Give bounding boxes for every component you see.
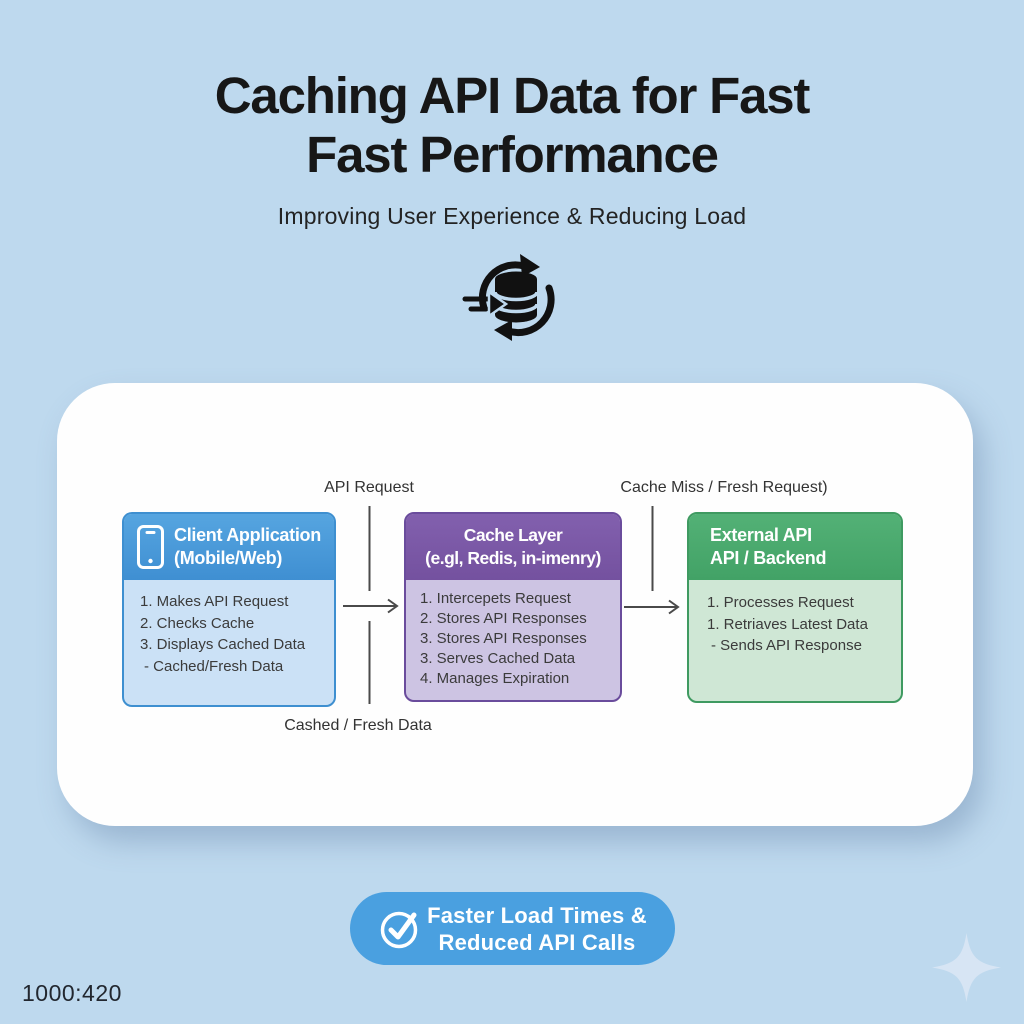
flow-arrows — [343, 506, 680, 704]
card-client-title: Client Application (Mobile/Web) — [174, 525, 321, 568]
card-client-application: Client Application (Mobile/Web) 1. Makes… — [122, 512, 336, 707]
list-item: 3. Serves Cached Data — [420, 650, 576, 667]
sparkle-icon — [929, 930, 1004, 1005]
card-api-items: 1. Processes Request 1. Retriaves Latest… — [689, 580, 901, 663]
list-item: 1. Processes Request — [707, 594, 854, 611]
flow-label-cache-miss: Cache Miss / Fresh Request) — [620, 479, 828, 496]
title-line-1: Caching API Data for Fast — [214, 67, 811, 124]
list-item: 1. Retriaves Latest Data — [707, 615, 868, 633]
list-item: - Cached/Fresh Data — [144, 657, 284, 675]
card-client-header: Client Application (Mobile/Web) — [124, 514, 334, 580]
badge-text: Faster Load Times & Reduced API Calls — [427, 902, 647, 955]
smartphone-icon — [137, 525, 164, 569]
list-item: 1. Makes API Request — [140, 593, 289, 610]
database-sync-icon — [462, 248, 562, 348]
check-circle-icon — [380, 911, 418, 948]
card-cache-layer: Cache Layer (e.gl, Redis, in-imenry) 1. … — [404, 512, 622, 702]
list-item: 3. Stores API Responses — [420, 630, 587, 647]
benefits-badge: Faster Load Times & Reduced API Calls — [350, 892, 675, 965]
card-api-header: External API API / Backend — [689, 514, 901, 580]
flow-label-api-request: API Request — [324, 479, 414, 496]
card-api-title: External API API / Backend — [710, 525, 827, 568]
card-cache-title: Cache Layer (e.gl, Redis, in-imenry) — [425, 525, 601, 568]
list-item: 2. Stores API Responses — [420, 610, 587, 627]
card-external-api: External API API / Backend 1. Processes … — [687, 512, 903, 703]
list-item: 2. Checks Cache — [140, 614, 255, 632]
list-item: 3. Displays Cached Data — [140, 636, 306, 653]
card-cache-header: Cache Layer (e.gl, Redis, in-imenry) — [406, 514, 620, 580]
card-cache-items: 1. Intercepets Request 2. Stores API Res… — [406, 580, 620, 695]
page-title: Caching API Data for Fast Fast Performan… — [0, 66, 1024, 184]
aspect-ratio-note: 1000:420 — [22, 980, 122, 1006]
title-line-2: Fast Performance — [306, 126, 719, 183]
card-client-items: 1. Makes API Request 2. Checks Cache 3. … — [124, 580, 334, 683]
flow-panel: API Request Cache Miss / Fresh Request) … — [57, 383, 973, 826]
page-subtitle: Improving User Experience & Reducing Loa… — [277, 203, 747, 229]
flow-label-cached-fresh-data: Cashed / Fresh Data — [284, 717, 432, 734]
list-item: - Sends API Response — [711, 637, 862, 654]
list-item: 1. Intercepets Request — [420, 590, 571, 607]
list-item: 4. Manages Expiration — [420, 670, 570, 687]
